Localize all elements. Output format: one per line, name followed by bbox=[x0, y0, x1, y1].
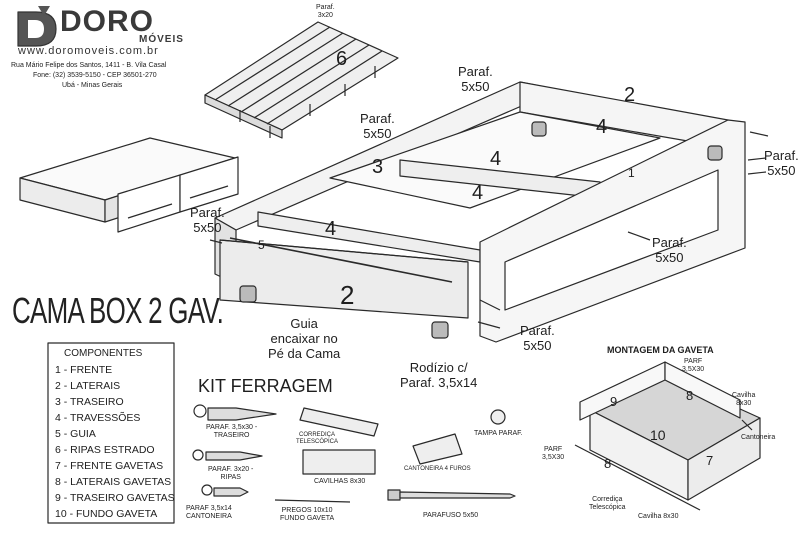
screw-label-back: Paraf. 5x50 bbox=[360, 111, 395, 141]
drawer-diagram bbox=[574, 361, 761, 511]
component-item: 8 - LATERAIS GAVETAS bbox=[55, 476, 172, 488]
brand-address: Rua Mário Felipe dos Santos, 1411 - B. V… bbox=[11, 62, 167, 69]
drawer-slide: Corrediça Telescópica bbox=[589, 496, 626, 511]
brand-phone: Fone: (32) 3539-5150 - CEP 36501-270 bbox=[33, 72, 157, 79]
components-box bbox=[47, 342, 175, 524]
guide-note: Guia encaixar no Pé da Cama bbox=[268, 316, 341, 361]
drawer-heading: MONTAGEM DA GAVETA bbox=[607, 345, 714, 355]
kit-nails: PREGOS 10x10 FUNDO GAVETA bbox=[280, 507, 335, 522]
screw-label-bottom: Paraf. 5x50 bbox=[520, 323, 555, 353]
bed-preview-drawing bbox=[19, 137, 239, 233]
part-number-4-b: 4 bbox=[490, 148, 502, 170]
drawer-part-7: 7 bbox=[706, 453, 714, 468]
slat-screw-label: Paraf. 3x20 bbox=[316, 4, 335, 19]
kit-slide: CORREDIÇA TELESCÓPICA bbox=[296, 432, 339, 445]
component-item: 5 - GUIA bbox=[55, 428, 96, 440]
component-item: 9 - TRASEIRO GAVETAS bbox=[55, 492, 175, 504]
drawer-part-8-back: 8 bbox=[686, 388, 694, 403]
page-title: CAMA BOX 2 GAV. bbox=[12, 290, 224, 331]
drawer-parf-left: PARF 3,5X30 bbox=[542, 446, 565, 461]
component-item: 3 - TRASEIRO bbox=[55, 396, 124, 408]
drawer-dowel-top: Cavilha 8x30 bbox=[732, 392, 756, 407]
caster-note: Rodízio c/ Paraf. 3,5x14 bbox=[400, 360, 478, 390]
screw-label-front: Paraf. 5x50 bbox=[652, 235, 687, 265]
kit-screw-35x14: PARAF 3,5x14 CANTONEIRA bbox=[186, 505, 232, 520]
part-number-4-a: 4 bbox=[596, 116, 608, 138]
hardware-kit-drawings bbox=[192, 404, 516, 503]
screw-label-right: Paraf. 5x50 bbox=[764, 148, 799, 178]
kit-cap: TAMPA PARAF. bbox=[474, 430, 523, 437]
component-item: 1 - FRENTE bbox=[55, 364, 113, 376]
drawer-bracket: Cantoneira bbox=[741, 434, 776, 441]
kit-screw-3x20: PARAF. 3x20 - RIPAS bbox=[208, 466, 254, 481]
kit-heading: KIT FERRAGEM bbox=[198, 376, 333, 396]
part-number-5: 5 bbox=[258, 238, 265, 252]
kit-bracket: CANTONEIRA 4 FUROS bbox=[404, 466, 471, 472]
part-number-4-d: 4 bbox=[325, 218, 337, 240]
components-heading: COMPONENTES bbox=[64, 348, 143, 359]
brand-site: www.doromoveis.com.br bbox=[18, 45, 159, 57]
component-item: 7 - FRENTE GAVETAS bbox=[55, 460, 164, 472]
component-item: 4 - TRAVESSÕES bbox=[55, 412, 141, 424]
drawer-part-8-front: 8 bbox=[604, 456, 612, 471]
bed-frame-diagram bbox=[209, 81, 769, 343]
drawer-part-9: 9 bbox=[610, 394, 618, 409]
part-number-3: 3 bbox=[372, 156, 384, 178]
component-item: 10 - FUNDO GAVETA bbox=[55, 508, 158, 520]
kit-screw-35x30: PARAF. 3,5x30 - TRASEIRO bbox=[206, 424, 258, 439]
part-number-1: 1 bbox=[628, 166, 635, 180]
component-item: 2 - LATERAIS bbox=[55, 380, 121, 392]
screw-label-left: Paraf. 5x50 bbox=[190, 205, 225, 235]
slat-frame-diagram bbox=[204, 21, 399, 139]
drawer-parf-top: PARF 3,5X30 bbox=[682, 358, 705, 373]
drawer-part-10: 10 bbox=[650, 427, 666, 443]
brand-city: Ubá - Minas Gerais bbox=[62, 82, 123, 89]
kit-screw-5x50: PARAFUSO 5x50 bbox=[423, 512, 479, 519]
component-item: 6 - RIPAS ESTRADO bbox=[55, 444, 155, 456]
brand-name: DORO bbox=[60, 5, 154, 38]
part-number-2-top: 2 bbox=[624, 84, 636, 106]
part-number-4-c: 4 bbox=[472, 182, 484, 204]
part-number-2-bottom: 2 bbox=[340, 280, 355, 310]
kit-dowels: CAVILHAS 8x30 bbox=[314, 478, 366, 485]
screw-label-top: Paraf. 5x50 bbox=[458, 64, 493, 94]
drawer-dowel-bottom: Cavilha 8x30 bbox=[638, 513, 679, 520]
brand-sub: MÓVEIS bbox=[139, 34, 184, 45]
part-number-6: 6 bbox=[336, 48, 348, 70]
doro-logo-mark bbox=[17, 6, 57, 47]
